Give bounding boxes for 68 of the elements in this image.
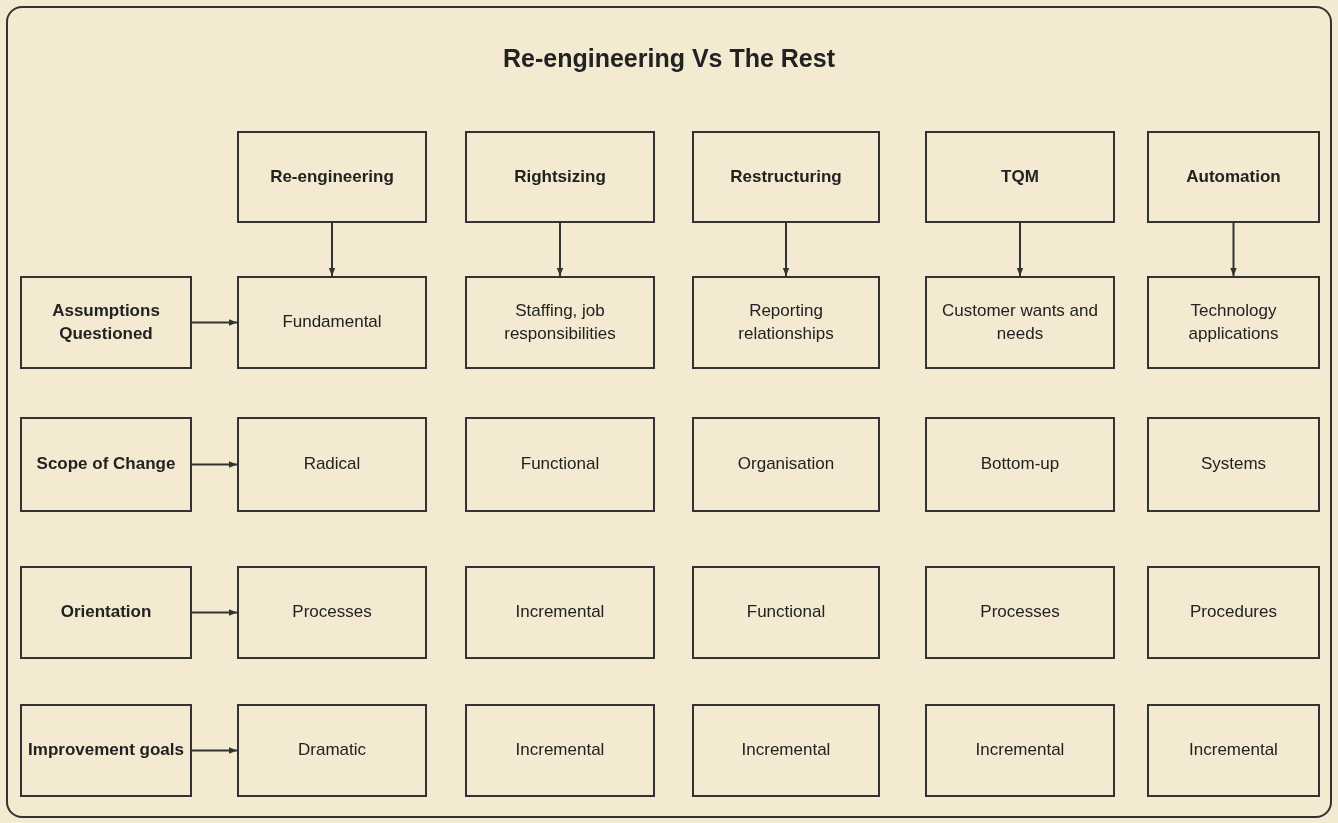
column-header-box [1147, 131, 1320, 223]
cell-box [1147, 704, 1320, 797]
cell-text: Incremental [515, 739, 605, 762]
arrow [191, 319, 238, 326]
cell-box [465, 566, 655, 659]
cell-box [465, 417, 655, 512]
cell-text: Dramatic [298, 739, 366, 762]
column-header-text: Rightsizing [514, 165, 606, 188]
cell-text: Reporting relationships [737, 300, 835, 345]
cell-box [1147, 417, 1320, 512]
cell-text: Technology applications [1187, 300, 1280, 345]
column-header-box [925, 131, 1115, 223]
arrow [328, 222, 336, 277]
row-header-box [20, 566, 192, 659]
row-header-text: Scope of Change [36, 453, 176, 476]
cell-text: Incremental [1189, 739, 1278, 762]
row-header-box [20, 417, 192, 512]
column-header-text: Automation [1186, 165, 1281, 188]
cell-box [465, 704, 655, 797]
column-header-text: Restructuring [730, 165, 842, 188]
diagram-title: Re-engineering Vs The Rest [502, 44, 836, 73]
cell-text: Functional [520, 453, 600, 476]
cell-text: Incremental [975, 739, 1065, 762]
column-header-box [237, 131, 427, 223]
cell-box [925, 704, 1115, 797]
row-header-text: Improvement goals [28, 739, 184, 762]
cell-text: Processes [292, 601, 372, 624]
arrow [1016, 222, 1024, 277]
arrow [1230, 222, 1237, 277]
cell-box [692, 704, 880, 797]
cell-box [465, 276, 655, 369]
cell-box [925, 417, 1115, 512]
arrow [556, 222, 564, 277]
column-header-text: TQM [1001, 165, 1039, 188]
cell-box [237, 417, 427, 512]
arrow [191, 747, 238, 754]
cell-text: Radical [303, 453, 361, 476]
cell-text: Incremental [741, 739, 831, 762]
arrow [191, 461, 238, 468]
cell-text: Customer wants and needs [941, 300, 1099, 345]
row-header-text: Assumptions Questioned [51, 300, 161, 345]
cell-box [1147, 566, 1320, 659]
row-header-box [20, 704, 192, 797]
column-header-box [692, 131, 880, 223]
cell-box [925, 566, 1115, 659]
cell-box [237, 704, 427, 797]
row-header-text: Orientation [60, 601, 152, 624]
cell-box [237, 276, 427, 369]
row-header-box [20, 276, 192, 369]
cell-box [925, 276, 1115, 369]
arrow [782, 222, 790, 277]
arrow [191, 609, 238, 616]
cell-text: Functional [746, 601, 826, 624]
cell-box [692, 417, 880, 512]
cell-box [237, 566, 427, 659]
cell-box [692, 566, 880, 659]
cell-text: Bottom-up [980, 453, 1060, 476]
cell-text: Fundamental [282, 311, 382, 334]
column-header-box [465, 131, 655, 223]
cell-box [1147, 276, 1320, 369]
cell-text: Incremental [515, 601, 605, 624]
cell-text: Procedures [1190, 601, 1277, 624]
cell-text: Processes [980, 601, 1060, 624]
cell-text: Systems [1200, 453, 1267, 476]
cell-text: Organisation [737, 453, 835, 476]
cell-text: Staffing, job responsibilities [503, 300, 617, 345]
column-header-text: Re-engineering [270, 165, 394, 188]
cell-box [692, 276, 880, 369]
